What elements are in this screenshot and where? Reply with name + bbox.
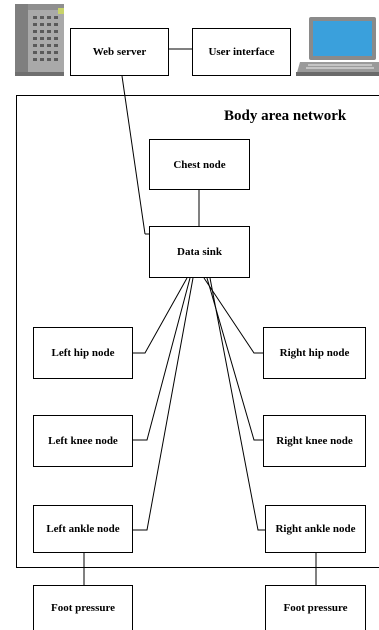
laptop-icon [296,17,379,76]
left-foot-pressure-node: Foot pressure [33,585,133,630]
data-sink-node: Data sink [149,226,250,278]
right-hip-node: Right hip node [263,327,366,379]
body-area-network-frame [16,95,379,568]
chest-node: Chest node [149,139,250,190]
left-ankle-node: Left ankle node [33,505,133,553]
edge-sink-left-hip [133,277,188,354]
edge-webserver-sink [121,75,146,235]
edge-sink-left-knee [133,277,191,441]
edge-sink-left-ankle [133,277,194,531]
diagram-title: Body area network [224,108,347,124]
server-building-icon [15,4,64,76]
right-foot-pressure-node: Foot pressure [265,585,366,630]
user-interface-node: User interface [192,28,291,76]
left-hip-node: Left hip node [33,327,133,379]
edge-sink-right-hip [203,277,263,354]
right-ankle-node: Right ankle node [265,505,366,553]
left-knee-node: Left knee node [33,415,133,467]
web-server-node: Web server [70,28,169,76]
edge-sink-right-ankle [209,277,265,531]
edge-sink-right-knee [206,277,263,441]
right-knee-node: Right knee node [263,415,366,467]
